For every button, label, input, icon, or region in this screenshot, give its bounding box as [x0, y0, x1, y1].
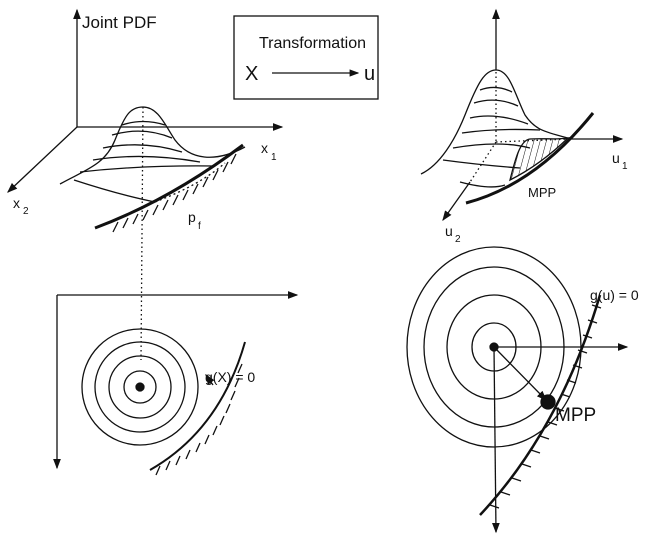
x1-label: x [261, 140, 268, 156]
joint-pdf-x-space [7, 8, 284, 361]
mpp-label-top: MPP [528, 185, 556, 200]
gu-label: g(u) = 0 [590, 287, 639, 303]
mpp-region [509, 137, 570, 182]
mpp-label-bottom: MPP [555, 405, 596, 426]
gx-label: g(X) = 0 [205, 369, 255, 385]
x1-subscript: 1 [271, 152, 277, 163]
contours-u-space [406, 246, 629, 534]
u2-axis [442, 181, 471, 222]
limit-state-curve-x [149, 341, 246, 471]
x2-axis [7, 126, 78, 193]
x2-label: x [13, 195, 20, 211]
u2-subscript: 2 [455, 234, 461, 245]
transformation-title: Transformation [259, 35, 366, 52]
pf-subscript: f [198, 221, 201, 232]
limit-state-curve-u [465, 112, 595, 205]
u1-subscript: 1 [622, 161, 628, 172]
joint-pdf-u-space [420, 8, 624, 222]
transform-to: u [364, 63, 375, 85]
x2-subscript: 2 [23, 206, 29, 217]
pf-label: p [188, 209, 196, 225]
u1-label: u [612, 150, 620, 166]
transformation-box [233, 15, 379, 100]
limit-state-curve-u2 [479, 294, 602, 516]
transform-from: X [245, 63, 258, 85]
mean-point [135, 382, 145, 392]
mpp-point [540, 394, 556, 410]
limit-state-curve [94, 143, 244, 230]
joint-pdf-label: Joint PDF [82, 13, 157, 32]
contours-x-space [53, 291, 299, 476]
u2-label: u [445, 223, 453, 239]
reliability-index-line [493, 346, 547, 401]
